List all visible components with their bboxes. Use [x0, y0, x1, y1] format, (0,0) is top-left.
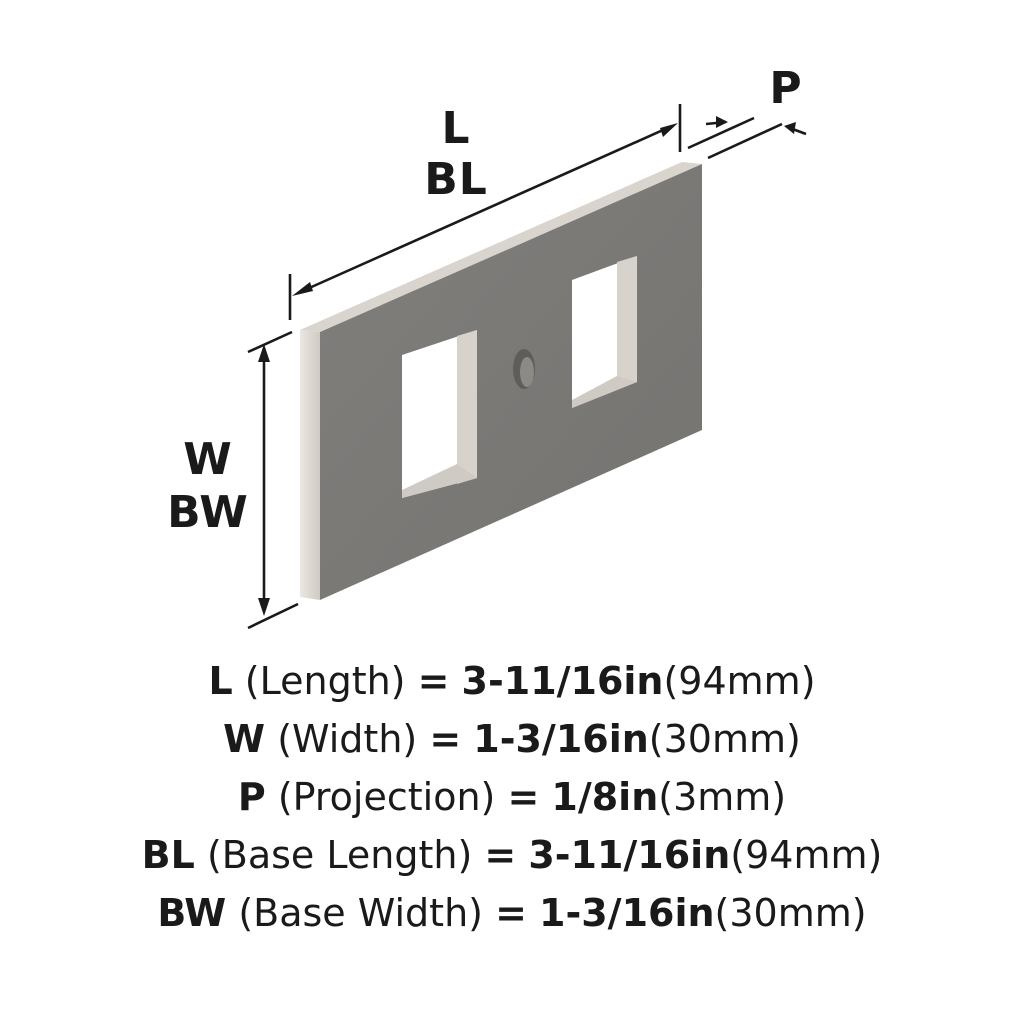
- label-base-length: BL: [424, 154, 488, 205]
- length-arrow-right: [660, 123, 678, 137]
- spec-equals: =: [507, 775, 540, 819]
- spec-imperial: 3-11/16in: [528, 833, 731, 877]
- spec-code: BW: [157, 891, 227, 935]
- spec-metric: (30mm): [648, 717, 801, 761]
- spec-imperial: 3-11/16in: [461, 659, 664, 703]
- projection-ext-1: [687, 116, 755, 150]
- length-dim-line: [297, 124, 673, 295]
- spec-row-width: W (Width) = 1-3/16in(30mm): [0, 710, 1024, 768]
- dimension-specs: L (Length) = 3-11/16in(94mm) W (Width) =…: [0, 652, 1024, 942]
- plate-top-edge: [300, 162, 702, 332]
- projection-ext-2: [707, 122, 783, 160]
- spec-code: W: [223, 717, 266, 761]
- backplate: [300, 162, 702, 600]
- left-square-hole: [402, 330, 477, 498]
- spec-name: (Length): [244, 659, 406, 703]
- spec-metric: (94mm): [730, 833, 883, 877]
- dimension-lines: [247, 104, 807, 630]
- plate-left-edge: [300, 330, 320, 600]
- label-base-width: BW: [167, 487, 249, 538]
- projection-arrow-left: [716, 116, 728, 128]
- spec-equals: =: [417, 659, 450, 703]
- spec-name: (Projection): [277, 775, 496, 819]
- plate-front-face: [320, 164, 702, 600]
- dimension-diagram: L BL W BW P: [167, 63, 807, 630]
- spec-metric: (3mm): [658, 775, 787, 819]
- width-ext-bottom: [247, 602, 299, 630]
- spec-row-base-width: BW (Base Width) = 1-3/16in(30mm): [0, 884, 1024, 942]
- width-ext-top: [247, 330, 293, 354]
- spec-name: (Base Width): [238, 891, 483, 935]
- spec-metric: (94mm): [663, 659, 816, 703]
- width-arrow-bottom: [258, 598, 270, 616]
- spec-imperial: 1/8in: [551, 775, 659, 819]
- projection-arrow-right: [784, 122, 796, 134]
- right-square-hole: [572, 256, 637, 408]
- spec-row-length: L (Length) = 3-11/16in(94mm): [0, 652, 1024, 710]
- spec-metric: (30mm): [714, 891, 867, 935]
- label-width: W: [183, 434, 233, 485]
- spec-code: BL: [141, 833, 195, 877]
- center-screw-hole: [513, 349, 535, 389]
- label-length: L: [441, 103, 470, 154]
- spec-code: L: [208, 659, 233, 703]
- spec-imperial: 1-3/16in: [473, 717, 649, 761]
- spec-imperial: 1-3/16in: [539, 891, 715, 935]
- spec-equals: =: [484, 833, 517, 877]
- width-arrow-top: [258, 344, 270, 362]
- spec-row-base-length: BL (Base Length) = 3-11/16in(94mm): [0, 826, 1024, 884]
- spec-row-projection: P (Projection) = 1/8in(3mm): [0, 768, 1024, 826]
- label-projection: P: [769, 63, 802, 114]
- spec-equals: =: [495, 891, 527, 935]
- spec-equals: =: [429, 717, 462, 761]
- spec-name: (Base Length): [206, 833, 473, 877]
- spec-code: P: [237, 775, 266, 819]
- spec-name: (Width): [277, 717, 418, 761]
- length-arrow-left: [292, 282, 313, 296]
